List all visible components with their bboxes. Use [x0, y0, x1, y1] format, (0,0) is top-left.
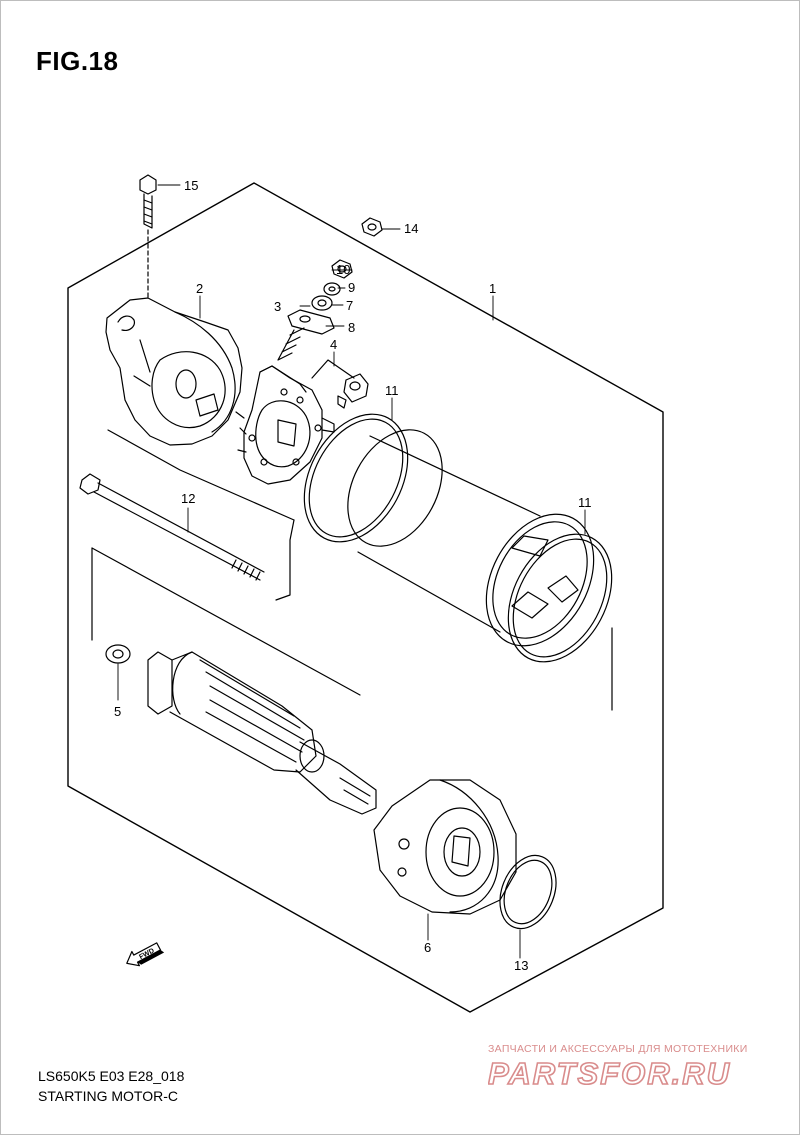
- armature-boundary: [91, 547, 613, 711]
- callout-10: 10: [336, 262, 350, 277]
- callout-15: 15: [184, 178, 198, 193]
- part-11-oring-upper: [303, 413, 409, 543]
- watermark-logo-text: PARTSFOR.RU: [488, 1056, 731, 1090]
- figure-title: FIG.18: [36, 46, 119, 76]
- callout-9: 9: [348, 280, 355, 295]
- watermark-logo: PARTSFOR.RU: [488, 1056, 731, 1090]
- callout-5: 5: [114, 704, 121, 719]
- part-7-washer: [311, 295, 333, 311]
- section-name: STARTING MOTOR-C: [38, 1088, 178, 1104]
- callout-8: 8: [348, 320, 355, 335]
- part-5-washer: [105, 644, 131, 664]
- part-8-terminal-plate: [287, 309, 335, 335]
- leader-lines: [117, 184, 586, 959]
- part-14-nut: [361, 217, 383, 237]
- part-4-brush: [337, 373, 369, 409]
- callout-12: 12: [181, 491, 195, 506]
- callout-4: 4: [330, 337, 337, 352]
- part-2-housing: [105, 297, 295, 601]
- callout-2: 2: [196, 281, 203, 296]
- callout-1: 1: [489, 281, 496, 296]
- part-12-through-bolt: [79, 473, 265, 581]
- callout-6: 6: [424, 940, 431, 955]
- terminal-stud: [277, 327, 305, 361]
- part-13-oring: [499, 854, 557, 930]
- callout-7: 7: [346, 298, 353, 313]
- callout-3: 3: [274, 299, 281, 314]
- part-4-brush-holder: [235, 365, 335, 485]
- assembly-boundary: [67, 182, 664, 1013]
- callout-11-upper: 11: [385, 383, 399, 398]
- armature: [147, 651, 377, 815]
- callout-labels: 15 14 10 9 7 3 8 2 1 4 11 11 12 5 6 13: [114, 178, 592, 973]
- part-9-washer: [323, 282, 341, 296]
- callout-4-bracket: [311, 359, 355, 379]
- callout-13: 13: [514, 958, 528, 973]
- part-6-end-cover: [373, 779, 517, 915]
- callout-11-lower: 11: [578, 495, 592, 510]
- watermark-caption: ЗАПЧАСТИ И АКСЕССУАРЫ ДЛЯ МОТОТЕХНИКИ: [488, 1043, 748, 1055]
- part-15-bolt: [139, 174, 157, 301]
- part-11-oring-lower: [507, 533, 613, 663]
- fwd-arrow-icon: FWD: [126, 942, 165, 967]
- part-10-nut: [331, 259, 353, 279]
- callout-14: 14: [404, 221, 418, 236]
- model-code: LS650K5 E03 E28_018: [38, 1068, 185, 1084]
